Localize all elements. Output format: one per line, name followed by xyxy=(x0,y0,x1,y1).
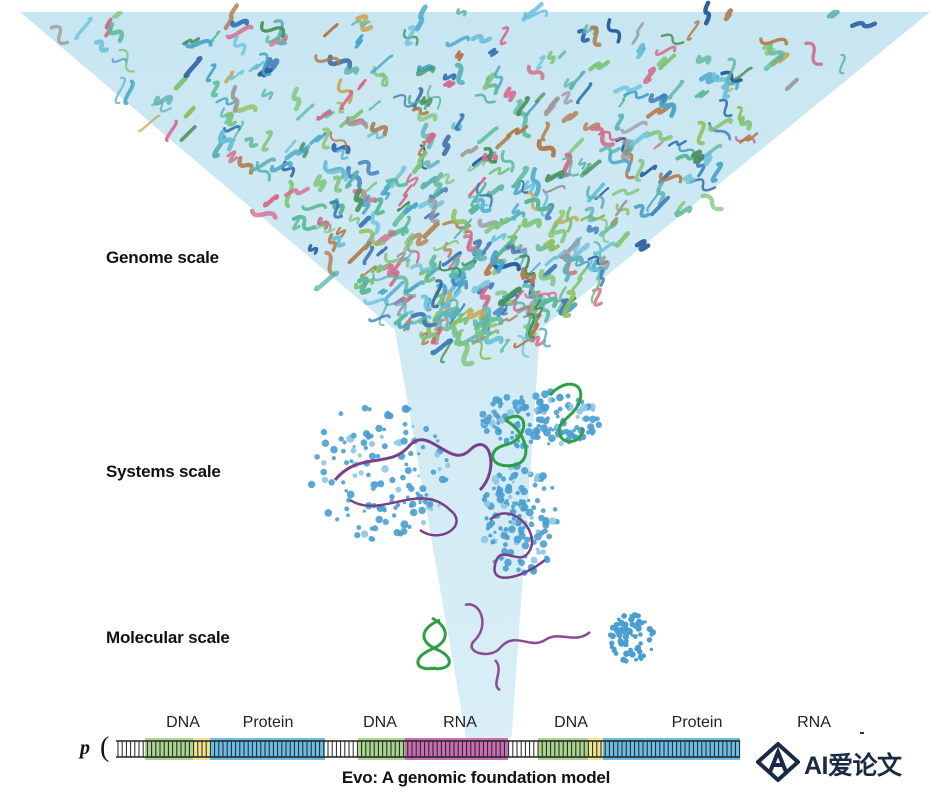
rna-fold xyxy=(464,603,591,656)
segment-label-dna: DNA xyxy=(363,714,397,731)
rna-fold xyxy=(493,659,501,692)
segment-label-protein: Protein xyxy=(671,714,723,731)
rna-strand xyxy=(333,438,493,492)
segment-label-dna: DNA xyxy=(554,714,588,731)
watermark-text: AI爱论文 xyxy=(804,752,902,780)
genome-sequence-bar xyxy=(116,738,741,760)
sequence-segment-rna xyxy=(405,738,508,760)
sequence-open-paren: ( xyxy=(100,732,110,763)
rna-strand xyxy=(489,512,546,579)
systems-scale-structures xyxy=(307,382,602,579)
genome-scale-structures xyxy=(49,0,878,367)
dna-helix xyxy=(548,382,584,444)
systems-scale-label: Systems scale xyxy=(106,462,221,481)
triangle-a-logo-icon xyxy=(755,741,801,783)
sequence-segment-protein xyxy=(210,738,325,760)
rna-strand xyxy=(349,497,458,537)
dna-double-helix xyxy=(422,618,451,671)
molecular-scale-label: Molecular scale xyxy=(106,628,230,647)
sequence-segment-dna xyxy=(538,738,603,760)
dna-double-helix xyxy=(416,616,447,671)
dna-helix xyxy=(491,414,528,468)
segment-label-rna: RNA xyxy=(797,714,831,731)
scale-funnel xyxy=(20,12,930,760)
molecular-scale-structures xyxy=(416,603,656,692)
segment-label-rna: RNA xyxy=(443,714,477,731)
sequence-prefix: p xyxy=(80,737,90,759)
genome-scale-label: Genome scale xyxy=(106,248,219,267)
segment-label-protein: Protein xyxy=(242,714,294,731)
segment-label-dna: DNA xyxy=(166,714,200,731)
watermark: AI爱论文 xyxy=(755,741,932,783)
figure-caption: Evo: A genomic foundation model xyxy=(341,768,611,787)
